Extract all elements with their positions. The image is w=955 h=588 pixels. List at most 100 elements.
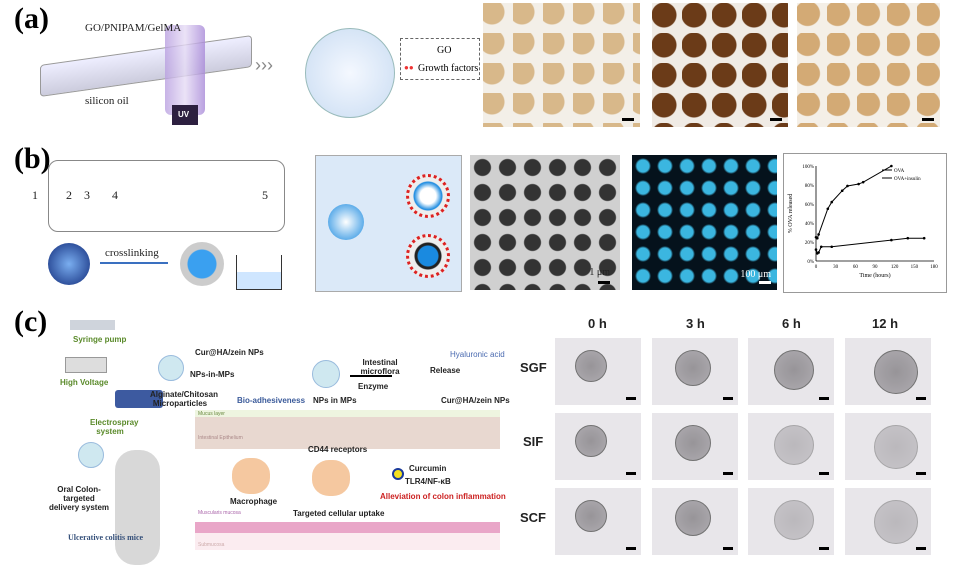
hv-label: High Voltage — [60, 378, 109, 387]
hv-box — [65, 357, 107, 373]
fluorescence-image: 100 μm — [632, 155, 777, 290]
cd44-label: CD44 receptors — [308, 445, 368, 454]
chip-outline — [48, 160, 285, 232]
growth-factor-icon: ●● — [404, 63, 414, 72]
oil-label: silicon oil — [85, 95, 129, 107]
es-label: Electrospray system — [90, 418, 139, 436]
data-point — [906, 236, 910, 240]
coating-diagram — [315, 155, 462, 292]
data-point — [890, 164, 893, 168]
collection-bath — [236, 255, 282, 290]
muscularis-label: Muscularis mucosa — [198, 510, 241, 516]
oral-label: Oral Colon-targeted delivery system — [48, 485, 110, 512]
material-label: GO/PNIPAM/GelMA — [85, 22, 182, 34]
np1-label: Cur@HA/zein NPs — [195, 348, 264, 357]
legend-label: OVA+insulin — [894, 177, 921, 182]
microparticle — [675, 500, 711, 536]
macrophage-icon — [232, 458, 270, 494]
gf-label: Growth factors — [418, 63, 479, 74]
x-tick-label: 0 — [815, 265, 818, 270]
scale-bar — [723, 472, 733, 475]
col-3h: 3 h — [686, 316, 705, 331]
micrograph-sif-0 — [555, 413, 641, 480]
data-point — [861, 180, 865, 184]
data-point — [846, 184, 849, 188]
microparticle — [874, 500, 918, 544]
scale-bar — [723, 547, 733, 550]
microparticle-icon — [158, 355, 184, 381]
target-cell-icon — [312, 460, 350, 496]
microparticle — [575, 425, 607, 457]
npmp-label: NPs-in-MPs — [190, 370, 235, 379]
inlet-1: 1 — [32, 188, 38, 202]
y-tick-label: 20% — [805, 241, 814, 246]
microfluidic-tube — [40, 35, 252, 97]
data-point — [816, 236, 819, 240]
micrograph-a1 — [483, 3, 640, 127]
col-6h: 6 h — [782, 316, 801, 331]
data-point — [840, 189, 844, 192]
panel-label-b: (b) — [14, 142, 51, 175]
microparticle — [774, 350, 814, 390]
cur-label: Curcumin — [409, 464, 447, 473]
inlet-2: 2 — [66, 188, 72, 202]
arrow — [100, 262, 168, 264]
outlet-5: 5 — [262, 188, 268, 202]
x-tick-label: 30 — [833, 265, 839, 270]
macro-label: Macrophage — [230, 497, 278, 506]
scale-bar — [916, 472, 926, 475]
curcumin-np-icon — [392, 468, 404, 480]
uv-lamp — [172, 105, 198, 125]
fluor-scale-label: 100 μm — [740, 269, 771, 280]
submucosa-label: Submucosa — [198, 542, 225, 548]
syringe-label: Syringe pump — [73, 335, 127, 344]
data-point — [819, 245, 823, 249]
inlet-4: 4 — [112, 188, 118, 202]
bio-label: Bio-adhesiveness — [237, 396, 306, 405]
micrograph-sgf-3 — [845, 338, 931, 405]
microparticle — [575, 500, 607, 532]
data-point — [830, 200, 834, 204]
x-tick-label: 180 — [930, 265, 938, 270]
inlet-3: 3 — [84, 188, 90, 202]
arrows-icon: ››› — [255, 55, 273, 75]
mice-label: Ulcerative colitis mice — [68, 533, 144, 542]
scale-bar — [626, 472, 636, 475]
crosslinked-particle — [180, 242, 224, 286]
micrograph-scf-1 — [652, 488, 738, 555]
microgel-sphere — [305, 28, 395, 118]
micrograph-sgf-0 — [555, 338, 641, 405]
row-sif: SIF — [523, 434, 544, 449]
scale-bar — [819, 547, 829, 550]
arrow — [350, 375, 392, 377]
data-point — [857, 182, 860, 186]
microparticle — [575, 350, 607, 382]
col-0h: 0 h — [588, 316, 607, 331]
droplet — [48, 243, 90, 285]
oral-particle-icon — [78, 442, 104, 468]
legend-label: OVA — [894, 169, 905, 174]
x-tick-label: 120 — [891, 265, 899, 270]
np2-label: Cur@HA/zein NPs — [441, 396, 510, 405]
x-axis-label: Time (hours) — [859, 272, 890, 279]
col-12h: 12 h — [872, 316, 899, 331]
data-point — [817, 233, 820, 236]
scale-bar — [626, 397, 636, 400]
electrospray-plate — [115, 390, 163, 408]
data-point — [830, 245, 834, 249]
micrograph-a2 — [652, 3, 788, 127]
data-point — [922, 236, 926, 240]
micrograph-sif-2 — [748, 413, 834, 480]
x-tick-label: 150 — [911, 265, 919, 270]
y-tick-label: 80% — [805, 184, 814, 189]
y-tick-label: 40% — [805, 222, 814, 227]
nps-in-mps-icon — [312, 360, 340, 388]
data-point — [826, 207, 830, 211]
npsinmps-label: NPs in MPs — [313, 396, 357, 405]
legend-box: GO Growth factors ●● — [400, 38, 480, 80]
scale-bar — [723, 397, 733, 400]
y-axis-label: % OVA released — [788, 194, 794, 234]
syringe-pump — [70, 320, 115, 330]
data-point — [817, 251, 820, 254]
microparticle — [874, 425, 918, 469]
